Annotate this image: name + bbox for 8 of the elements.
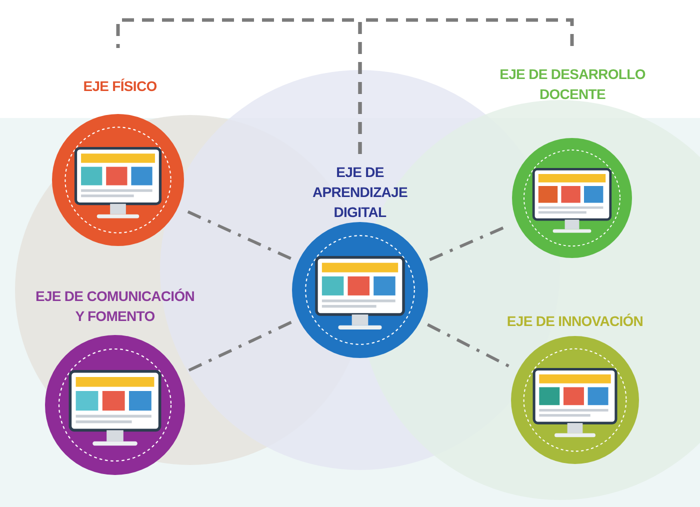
connector-line xyxy=(184,209,292,260)
axis-heading: EJE DE INNOVACIÓN xyxy=(506,312,644,331)
axis-heading: EJE DE DESARROLLO DOCENTE xyxy=(498,65,646,104)
connector-line xyxy=(358,18,574,154)
axis-heading: EJE FÍSICO xyxy=(82,77,158,96)
axis-heading: EJE DE APRENDIZAJE DIGITAL xyxy=(312,163,408,222)
axis-heading: EJE DE COMUNICACIÓN Y FOMENTO xyxy=(34,287,196,326)
connector-line xyxy=(426,323,512,369)
